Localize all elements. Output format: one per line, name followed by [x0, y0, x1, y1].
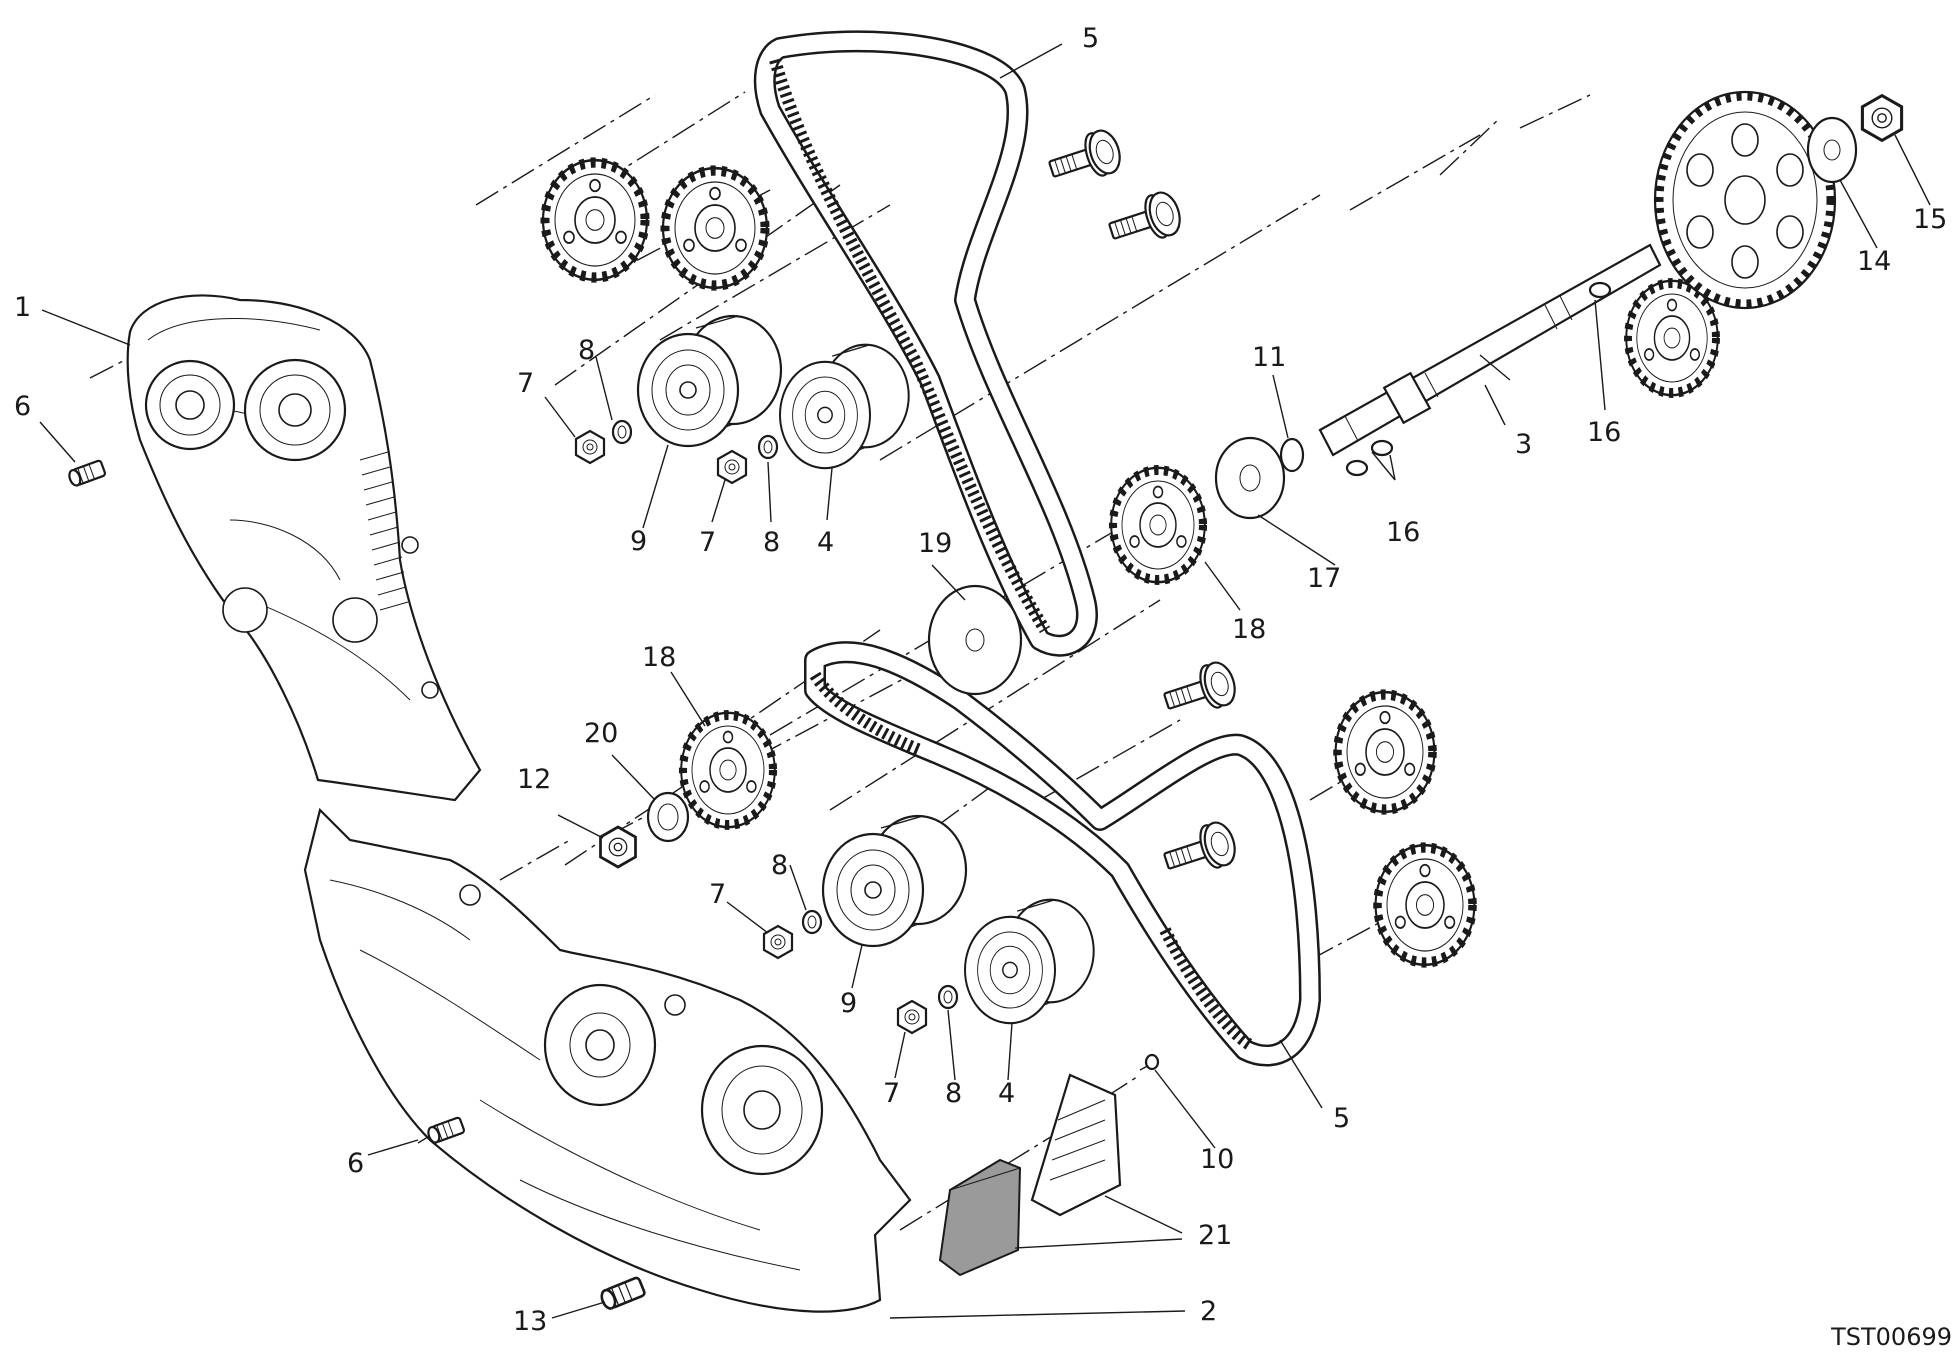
- upper-timing-belt: [753, 30, 1098, 657]
- callout-3: 3: [1515, 429, 1532, 460]
- callout-16-lower: 16: [1386, 517, 1420, 548]
- callout-19: 19: [918, 528, 952, 559]
- callout-7-a: 7: [517, 368, 534, 399]
- leader-lines: [39, 43, 1931, 1319]
- camshaft-sprocket-lower-b: [1376, 845, 1475, 965]
- lower-timing-belt: [804, 641, 1321, 1067]
- nut-7-c: [762, 924, 794, 960]
- woodruff-key-16-a: [1345, 459, 1369, 477]
- callout-4-lower: 4: [998, 1078, 1015, 1109]
- camshaft-sprocket-upper-a: [543, 160, 647, 280]
- idler-roller-9-lower: [821, 814, 968, 948]
- camshaft-sprocket-lower-a: [1336, 692, 1435, 812]
- washer-8-c: [801, 909, 823, 935]
- callout-15: 15: [1913, 204, 1947, 235]
- stud-bolt-upper-a: [1043, 125, 1126, 192]
- callout-14: 14: [1857, 246, 1891, 277]
- callout-2: 2: [1200, 1296, 1217, 1327]
- nut-7-a: [574, 429, 606, 465]
- pulley-18-upper: [1111, 468, 1205, 582]
- callout-10: 10: [1200, 1144, 1234, 1175]
- tensioner-roller-4-upper: [778, 343, 910, 470]
- stud-bolt-lower-b: [1158, 817, 1241, 884]
- callout-1: 1: [14, 292, 31, 323]
- upper-belt-cover: [126, 294, 482, 802]
- stud-bolt-upper-b: [1103, 187, 1186, 254]
- drawing-code: TST00699: [1830, 1323, 1952, 1351]
- idler-roller-9-upper: [636, 314, 783, 448]
- callout-7-b: 7: [699, 527, 716, 558]
- circlip-11: [1279, 437, 1305, 473]
- woodruff-key-16-b: [1370, 439, 1394, 457]
- callout-12: 12: [517, 764, 551, 795]
- screw-6-upper: [66, 458, 107, 489]
- callout-numbers: 1 2 3 4 4 5 5 6 6 7 7 7 7 8 8 8 8 9 9 10…: [14, 23, 1947, 1337]
- callout-16-upper: 16: [1587, 417, 1621, 448]
- nut-7-d: [896, 999, 928, 1035]
- callout-21: 21: [1198, 1220, 1232, 1251]
- callout-5-upper: 5: [1082, 23, 1099, 54]
- callout-7-d: 7: [883, 1078, 900, 1109]
- washer-8-b: [757, 434, 779, 460]
- camshaft-sprocket-upper-b: [663, 168, 767, 288]
- nut-7-b: [716, 449, 748, 485]
- callout-4-upper: 4: [817, 527, 834, 558]
- callout-13: 13: [513, 1306, 547, 1337]
- callout-18-upper: 18: [1232, 614, 1266, 645]
- nut-15: [1860, 94, 1904, 142]
- callout-20: 20: [584, 718, 618, 749]
- washer-8-d: [937, 984, 959, 1010]
- screw-13: [597, 1275, 647, 1312]
- callout-8-b: 8: [763, 527, 780, 558]
- callout-9-lower: 9: [840, 988, 857, 1019]
- gear-small: [1626, 281, 1718, 395]
- washer-8-a: [611, 419, 633, 445]
- pulley-18-lower: [681, 713, 775, 827]
- washer-19: [927, 584, 1023, 696]
- callout-9-upper: 9: [630, 526, 647, 557]
- nut-12: [599, 825, 637, 869]
- callout-6-lower: 6: [347, 1148, 364, 1179]
- tensioner-roller-4-lower: [963, 898, 1095, 1025]
- woodruff-key-16-c: [1588, 281, 1612, 299]
- washer-14: [1806, 116, 1858, 184]
- callout-8-d: 8: [945, 1078, 962, 1109]
- shaft-3: [1318, 243, 1662, 457]
- pickup-block-21: [938, 1158, 1022, 1277]
- spacer-20: [646, 791, 690, 843]
- callout-6-upper: 6: [14, 391, 31, 422]
- callout-8-a: 8: [578, 335, 595, 366]
- callout-17: 17: [1307, 563, 1341, 594]
- screw-10: [1139, 1053, 1160, 1071]
- stud-bolt-lower-a: [1158, 657, 1241, 724]
- callout-7-c: 7: [709, 879, 726, 910]
- washer-17: [1214, 436, 1286, 520]
- callout-8-c: 8: [771, 850, 788, 881]
- callout-11: 11: [1252, 342, 1286, 373]
- pickup-bracket-21: [1030, 1073, 1122, 1217]
- lower-belt-cover: [303, 807, 912, 1313]
- callout-5-lower: 5: [1333, 1103, 1350, 1134]
- callout-18-lower: 18: [642, 642, 676, 673]
- gear-large: [1653, 90, 1837, 310]
